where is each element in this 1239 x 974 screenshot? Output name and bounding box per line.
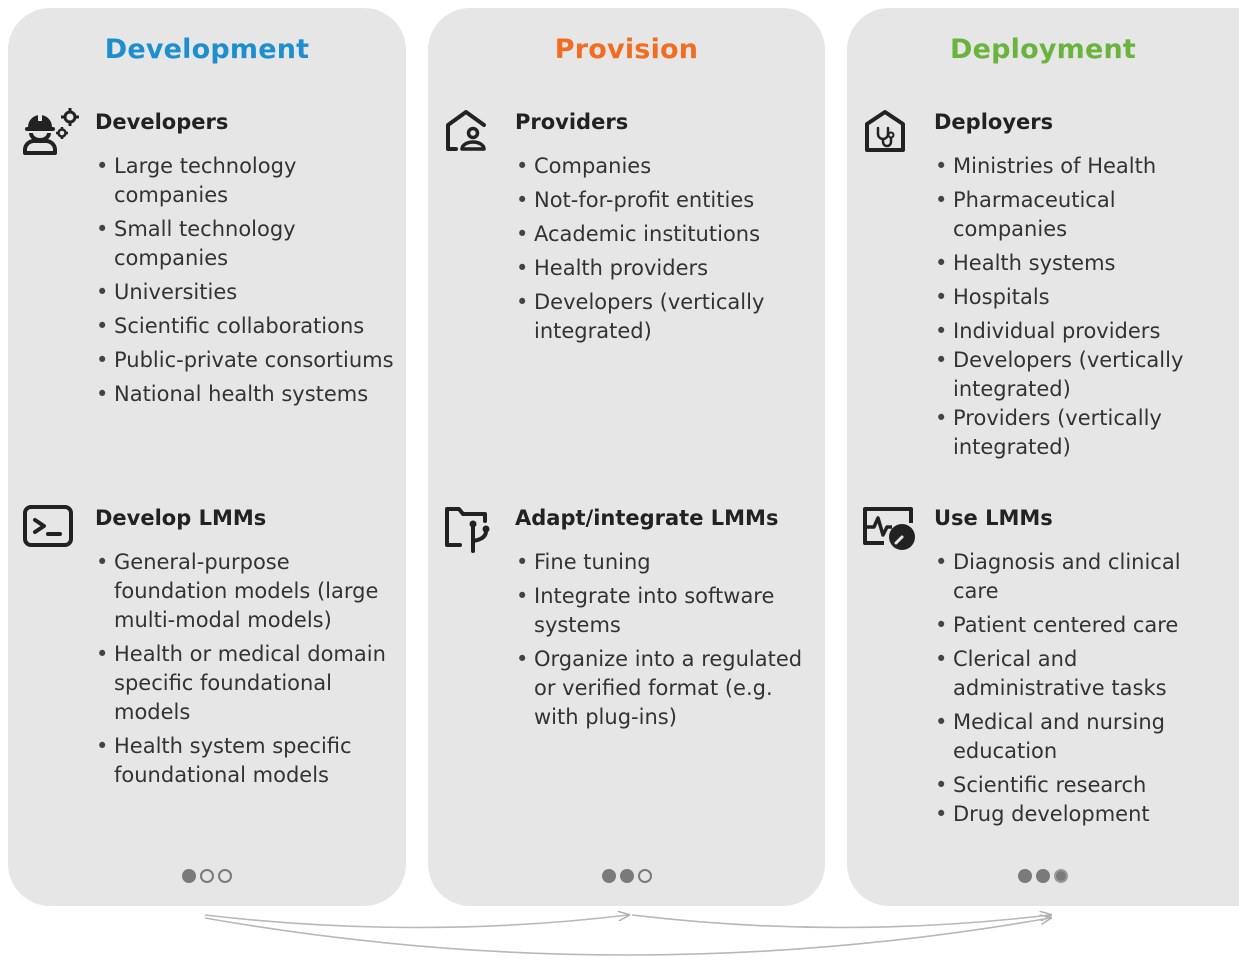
list-item: Patient centered care	[935, 611, 1231, 640]
list-item: Diagnosis and clinical care	[935, 548, 1231, 606]
deployers-list: Ministries of Health Pharmaceutical comp…	[935, 152, 1231, 467]
arrow-development-to-deployment	[204, 918, 1050, 956]
section-title: Deployers	[934, 110, 1054, 134]
progress-dot	[601, 868, 616, 883]
list-item: Health systems	[935, 249, 1231, 278]
column-title: Development	[104, 34, 310, 65]
list-item: Developers (vertically integrated)	[935, 346, 1231, 404]
home-user-icon	[442, 107, 492, 157]
progress-dot	[182, 868, 196, 883]
list-item: Public-private consortiums	[96, 346, 398, 375]
section-title: Providers	[515, 110, 629, 134]
engineer-gear-icon	[22, 107, 79, 157]
progress-dots	[428, 865, 825, 884]
developers-list: Large technology companies Small technol…	[96, 152, 398, 414]
arrow-provision-to-deployment	[631, 915, 1050, 929]
list-item: Medical and nursing education	[935, 708, 1231, 766]
adapt-integrate-list: Fine tuning Integrate into software syst…	[516, 548, 817, 737]
list-item: Health system specific foundational mode…	[96, 732, 398, 790]
column-title: Deployment	[949, 34, 1137, 65]
list-item: Health or medical domain specific founda…	[96, 640, 398, 727]
progress-dot	[637, 868, 652, 883]
home-stethoscope-icon	[861, 107, 911, 157]
progress-dots	[8, 865, 406, 884]
list-item: Providers (vertically integrated)	[935, 404, 1231, 462]
progress-dot	[1018, 868, 1032, 883]
section-title: Developers	[95, 110, 229, 134]
folder-branch-icon	[442, 503, 492, 553]
list-item: Health providers	[516, 254, 817, 283]
section-title: Adapt/integrate LMMs	[515, 506, 779, 530]
provision-panel: Provision Providers Companies Not-for-pr…	[428, 8, 825, 906]
section-title: Develop LMMs	[95, 506, 267, 530]
progress-dot	[619, 868, 634, 883]
list-item: Individual providers	[935, 317, 1231, 346]
progress-dot	[1054, 868, 1068, 883]
list-item: Universities	[96, 278, 398, 307]
list-item: Not-for-profit entities	[516, 186, 817, 215]
monitor-gauge-icon	[861, 503, 915, 553]
section-title: Use LMMs	[934, 506, 1053, 530]
deployment-panel: Deployment Deployers Ministries of Healt…	[847, 8, 1239, 906]
list-item: General-purpose foundation models (large…	[96, 548, 398, 635]
list-item: National health systems	[96, 380, 398, 409]
list-item: Developers (vertically integrated)	[516, 288, 817, 346]
list-item: Scientific research	[935, 771, 1231, 800]
terminal-icon	[22, 503, 73, 553]
list-item: Hospitals	[935, 283, 1231, 312]
column-title: Provision	[554, 34, 699, 65]
develop-lmms-list: General-purpose foundation models (large…	[96, 548, 398, 795]
list-item: Companies	[516, 152, 817, 181]
progress-dot	[1036, 868, 1050, 883]
list-item: Fine tuning	[516, 548, 817, 577]
list-item: Clerical and administrative tasks	[935, 645, 1231, 703]
flow-arrows	[204, 900, 1239, 956]
list-item: Small technology companies	[96, 215, 398, 273]
list-item: Ministries of Health	[935, 152, 1231, 181]
arrow-development-to-provision	[204, 915, 628, 929]
progress-dot	[200, 868, 214, 883]
development-panel: Development Developers	[8, 8, 406, 906]
list-item: Pharmaceutical companies	[935, 186, 1231, 244]
list-item: Scientific collaborations	[96, 312, 398, 341]
use-lmms-list: Diagnosis and clinical care Patient cent…	[935, 548, 1231, 834]
providers-list: Companies Not-for-profit entities Academ…	[516, 152, 817, 351]
list-item: Integrate into software systems	[516, 582, 817, 640]
list-item: Organize into a regulated or verified fo…	[516, 645, 817, 732]
list-item: Drug development	[935, 800, 1231, 829]
progress-dot	[218, 868, 232, 883]
list-item: Academic institutions	[516, 220, 817, 249]
list-item: Large technology companies	[96, 152, 398, 210]
progress-dots	[847, 865, 1239, 884]
